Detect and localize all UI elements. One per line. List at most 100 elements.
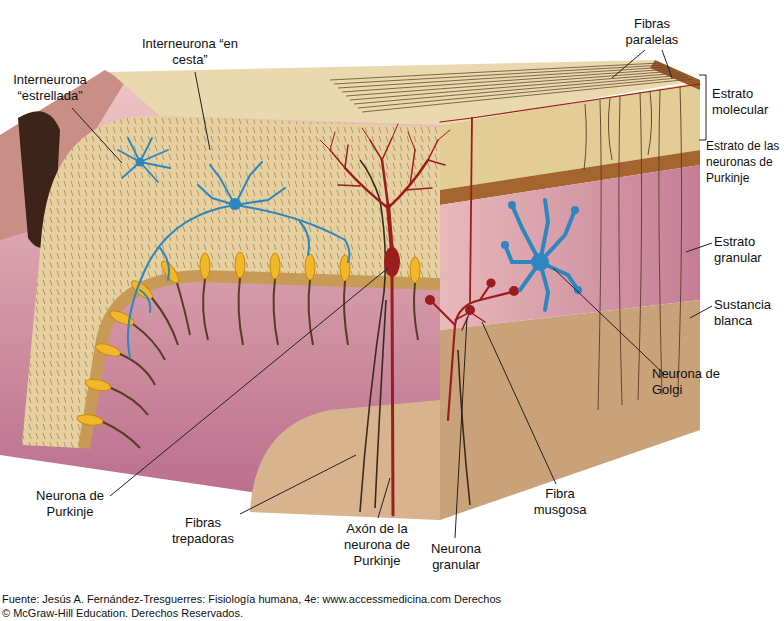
fiber-label: Fibras trepadoras (158, 515, 248, 547)
source-caption: Fuente: Jesús A. Fernández-Tresguerres: … (2, 592, 502, 620)
cell-label: Interneurona “en cesta” (128, 36, 252, 68)
leader-lines (455, 318, 467, 538)
purkinje-axons (120, 354, 155, 385)
leader-lines (553, 268, 664, 374)
right-face-fibers (584, 104, 586, 170)
purkinje-cell-bodies (129, 278, 155, 302)
leader-lines (72, 50, 712, 538)
purkinje-axons (133, 324, 165, 360)
parallel-fibers (330, 63, 660, 80)
layer-label: Estrato molecular (712, 86, 784, 118)
leader-lines (662, 50, 672, 78)
mossy-fiber (432, 302, 455, 325)
leader-lines (686, 243, 712, 252)
purkinje-cell-bodies (410, 257, 420, 283)
golgi-neuron (512, 205, 540, 262)
golgi-neuron (501, 200, 582, 310)
layer-bracket (699, 75, 706, 140)
golgi-neuron (531, 253, 549, 271)
cell-label: Neurona de Golgi (652, 366, 724, 398)
purkinje-neuron (370, 140, 382, 160)
climbing-fibers (360, 160, 385, 512)
purkinje-cell-bodies (94, 341, 122, 359)
parallel-fibers (346, 71, 676, 96)
leader-lines (72, 108, 122, 163)
purkinje-neuron (345, 145, 348, 168)
right-face-fibers (638, 92, 642, 400)
right-face-fibers (678, 86, 682, 390)
basket-interneuron (128, 205, 235, 358)
purkinje-axons (414, 283, 418, 340)
purkinje-axons (239, 278, 243, 345)
purkinje-cell-bodies (84, 377, 112, 392)
layer-label: Estrato de las neuronas de Purkinje (706, 138, 784, 186)
layer-label: Sustancia blanca (714, 297, 784, 329)
basket-interneuron (198, 162, 285, 205)
parallel-fibers (338, 67, 668, 88)
golgi-neuron (574, 286, 582, 294)
purkinje-cell-bodies (158, 258, 181, 285)
purkinje-neuron (428, 140, 438, 160)
left-face (0, 70, 440, 520)
basket-interneuron (229, 198, 241, 210)
right-face-layers (440, 82, 700, 520)
cell-label: Neurona granular (418, 541, 494, 573)
right-face-fibers (608, 98, 612, 160)
purkinje-cell-bodies (270, 253, 280, 279)
purkinje-cell-bodies (76, 413, 103, 427)
right-face-fibers (619, 96, 622, 405)
climbing-fibers (375, 300, 386, 508)
purkinje-neuron (330, 150, 345, 168)
left-face (250, 400, 440, 520)
granule-neuron (440, 118, 472, 122)
purkinje-axons (309, 280, 313, 345)
granule-neuron (472, 84, 700, 118)
purkinje-neuron (338, 185, 360, 186)
leader-lines (110, 268, 388, 496)
parallel-fibers (362, 79, 692, 112)
golgi-neuron (571, 206, 579, 214)
purkinje-neuron (428, 160, 445, 165)
golgi-neuron (508, 201, 516, 209)
mossy-fiber (426, 296, 434, 304)
right-face-fibers (648, 92, 652, 155)
purkinje-neuron (320, 124, 450, 150)
basket-interneuron (140, 222, 349, 312)
leader-lines (240, 455, 356, 514)
cell-label: Neurona de Purkinje (25, 488, 115, 520)
purkinje-axons (177, 283, 190, 335)
stellate-interneuron (118, 138, 170, 182)
cell-label: Interneurona “estrellada” (0, 72, 100, 104)
purkinje-neuron (382, 160, 388, 205)
fiber-label: Fibras paralelas (606, 16, 698, 48)
mossy-fiber (480, 285, 490, 300)
right-face-fibers (598, 100, 601, 410)
granule-neuron (440, 84, 700, 330)
purkinje-axons (344, 281, 348, 345)
molecular-layer-band (22, 116, 440, 448)
fiber-label: Fibra musgosa (520, 486, 600, 518)
golgi-neuron (501, 241, 509, 249)
mossy-fiber (448, 292, 512, 420)
purkinje-neuron (410, 150, 415, 185)
leader-lines (690, 306, 712, 318)
purkinje-axons (152, 298, 178, 345)
leader-lines (195, 72, 210, 150)
golgi-neuron (540, 210, 575, 262)
purkinje-neuron (388, 205, 392, 252)
granule-neuron (470, 118, 472, 302)
purkinje-neuron (382, 138, 392, 160)
purkinje-cell-bodies (235, 252, 245, 278)
purkinje-neuron (345, 168, 388, 208)
stellate-interneuron (136, 158, 145, 167)
mossy-fiber (488, 280, 495, 287)
purkinje-neuron (384, 247, 400, 277)
right-face-fibers (584, 86, 682, 410)
purkinje-neuron (392, 276, 393, 515)
stellate-interneuron (118, 138, 170, 182)
layer-bracket (699, 75, 706, 140)
purkinje-axons (103, 422, 140, 448)
mossy-fiber (510, 287, 518, 295)
